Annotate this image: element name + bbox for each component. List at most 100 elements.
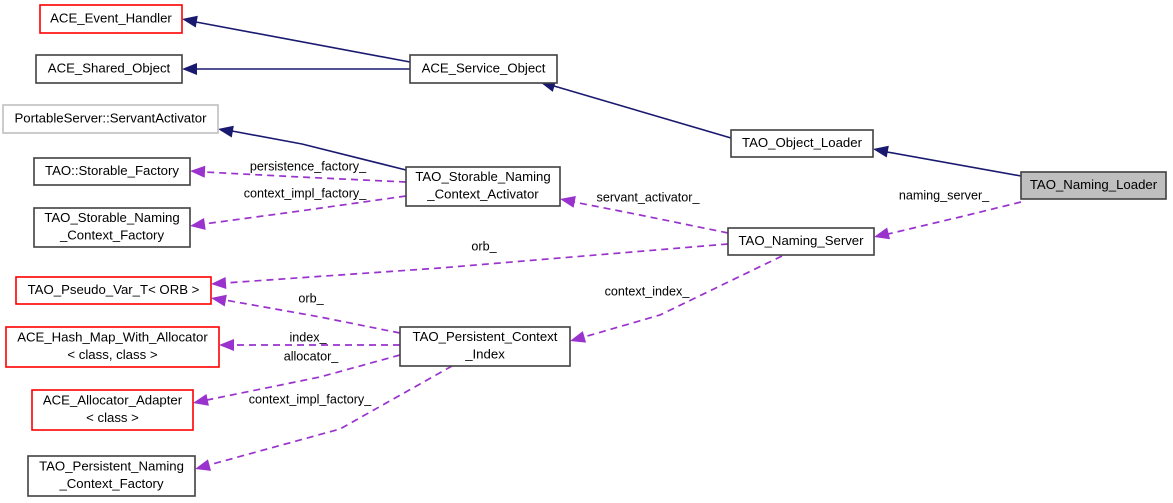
node-label: ACE_Hash_Map_With_Allocator bbox=[17, 330, 208, 345]
node-label: ACE_Service_Object bbox=[422, 60, 546, 75]
class-node-tao_naming_loader[interactable]: TAO_Naming_Loader bbox=[1020, 171, 1167, 200]
node-box[interactable] bbox=[33, 157, 191, 186]
node-label: TAO_Storable_Naming bbox=[44, 210, 179, 225]
class-node-tao_storable_factory[interactable]: TAO::Storable_Factory bbox=[33, 157, 191, 186]
class-node-ace_shared_object[interactable]: ACE_Shared_Object bbox=[35, 54, 183, 84]
node-label: < class > bbox=[86, 410, 139, 425]
node-label: ACE_Shared_Object bbox=[48, 60, 171, 75]
node-label: < class, class > bbox=[67, 347, 157, 362]
node-box[interactable] bbox=[2, 104, 219, 134]
association-arrowhead-icon bbox=[570, 331, 587, 343]
edge-line bbox=[231, 130, 407, 171]
edge-line bbox=[573, 201, 729, 234]
node-box[interactable] bbox=[730, 129, 874, 158]
node-label: TAO_Naming_Loader bbox=[1030, 177, 1158, 192]
edge-line bbox=[887, 201, 1022, 235]
node-label: TAO::Storable_Factory bbox=[45, 163, 179, 178]
edge-line bbox=[224, 299, 401, 334]
node-box[interactable] bbox=[1020, 171, 1167, 200]
association-edge bbox=[211, 294, 401, 334]
node-box[interactable] bbox=[35, 54, 183, 84]
edge-line bbox=[208, 365, 453, 466]
association-edge bbox=[190, 165, 407, 183]
edge-label: naming_server_ bbox=[899, 188, 990, 202]
association-edge bbox=[874, 201, 1022, 240]
edge-label: context_impl_factory_ bbox=[249, 392, 372, 406]
association-edge bbox=[560, 195, 729, 234]
node-box[interactable] bbox=[5, 326, 220, 368]
node-label: PortableServer::ServantActivator bbox=[14, 110, 207, 125]
edge-label: context_index_ bbox=[605, 284, 691, 298]
node-label: TAO_Persistent_Naming bbox=[39, 459, 184, 474]
node-label: _Index bbox=[464, 347, 505, 362]
association-edge bbox=[195, 365, 453, 471]
edge-label: orb_ bbox=[298, 291, 324, 305]
edge-line bbox=[203, 195, 407, 225]
class-node-tao_pseudo_var_t_orb[interactable]: TAO_Pseudo_Var_T< ORB > bbox=[15, 276, 212, 305]
class-node-tao_storable_naming_context_activator[interactable]: TAO_Storable_Naming_Context_Activator bbox=[405, 166, 561, 207]
edge-label: servant_activator_ bbox=[597, 190, 701, 204]
node-label: ACE_Allocator_Adapter bbox=[43, 393, 183, 408]
node-label: TAO_Pseudo_Var_T< ORB > bbox=[28, 282, 200, 297]
association-arrowhead-icon bbox=[195, 459, 212, 471]
inheritance-arrowhead-icon bbox=[218, 125, 234, 138]
edge-labels-layer: persistence_factory_ context_impl_factory… bbox=[244, 159, 990, 406]
association-edge bbox=[570, 255, 783, 343]
class-node-ace_event_handler[interactable]: ACE_Event_Handler bbox=[39, 4, 183, 34]
node-box[interactable] bbox=[399, 326, 571, 367]
nodes-layer: ACE_Event_HandlerACE_Shared_ObjectPortab… bbox=[2, 4, 1167, 497]
node-label: TAO_Naming_Server bbox=[738, 233, 864, 248]
association-edge bbox=[219, 339, 400, 351]
association-arrowhead-icon bbox=[219, 339, 234, 351]
node-box[interactable] bbox=[405, 166, 561, 207]
inheritance-edge bbox=[182, 63, 410, 75]
inheritance-edge bbox=[873, 145, 1022, 177]
edges-layer bbox=[182, 15, 1022, 471]
node-label: _Context_Factory bbox=[59, 228, 164, 243]
node-box[interactable] bbox=[409, 54, 558, 84]
class-node-ace_hash_map_with_allocator[interactable]: ACE_Hash_Map_With_Allocator < class, clas… bbox=[5, 326, 220, 368]
class-node-tao_persistent_context_index[interactable]: TAO_Persistent_Context _Index bbox=[399, 326, 571, 367]
edge-line bbox=[206, 354, 401, 401]
class-node-tao_naming_server[interactable]: TAO_Naming_Server bbox=[727, 227, 875, 256]
inheritance-arrowhead-icon bbox=[873, 145, 889, 158]
edge-line bbox=[553, 85, 732, 139]
edge-line bbox=[224, 243, 729, 284]
association-arrowhead-icon bbox=[874, 227, 891, 240]
node-box[interactable] bbox=[15, 276, 212, 305]
edge-label: index_ bbox=[289, 330, 327, 344]
node-label: _Context_Activator bbox=[426, 187, 539, 202]
class-node-tao_object_loader[interactable]: TAO_Object_Loader bbox=[730, 129, 874, 158]
node-box[interactable] bbox=[31, 389, 194, 431]
edge-label: orb_ bbox=[471, 239, 497, 253]
class-node-tao_persistent_naming_context_factory[interactable]: TAO_Persistent_Naming _Context_Factory bbox=[27, 455, 196, 497]
association-arrowhead-icon bbox=[211, 294, 227, 307]
node-box[interactable] bbox=[27, 455, 196, 497]
class-node-ace_allocator_adapter[interactable]: ACE_Allocator_Adapter < class > bbox=[31, 389, 194, 431]
node-label: ACE_Event_Handler bbox=[50, 10, 172, 25]
association-arrowhead-icon bbox=[211, 276, 227, 289]
association-edge bbox=[211, 243, 729, 289]
class-node-tao_storable_naming_context_factory[interactable]: TAO_Storable_Naming _Context_Factory bbox=[33, 207, 191, 248]
inheritance-edge bbox=[218, 125, 407, 171]
node-box[interactable] bbox=[33, 207, 191, 248]
association-edge bbox=[190, 195, 407, 230]
edge-line bbox=[583, 255, 783, 338]
inheritance-arrowhead-icon bbox=[182, 63, 197, 75]
edge-label: persistence_factory_ bbox=[250, 159, 367, 173]
association-arrowhead-icon bbox=[193, 394, 209, 406]
edge-line bbox=[886, 151, 1022, 177]
association-arrowhead-icon bbox=[190, 217, 206, 230]
class-node-ace_service_object[interactable]: ACE_Service_Object bbox=[409, 54, 558, 84]
node-label: TAO_Persistent_Context bbox=[413, 329, 558, 344]
node-box[interactable] bbox=[39, 4, 183, 34]
edge-line bbox=[203, 171, 407, 183]
inheritance-edge bbox=[540, 80, 732, 139]
node-box[interactable] bbox=[727, 227, 875, 256]
node-label: _Context_Factory bbox=[58, 476, 163, 491]
node-label: TAO_Object_Loader bbox=[742, 135, 863, 150]
class-node-portableserver_servantactivator[interactable]: PortableServer::ServantActivator bbox=[2, 104, 219, 134]
association-arrowhead-icon bbox=[560, 195, 576, 208]
